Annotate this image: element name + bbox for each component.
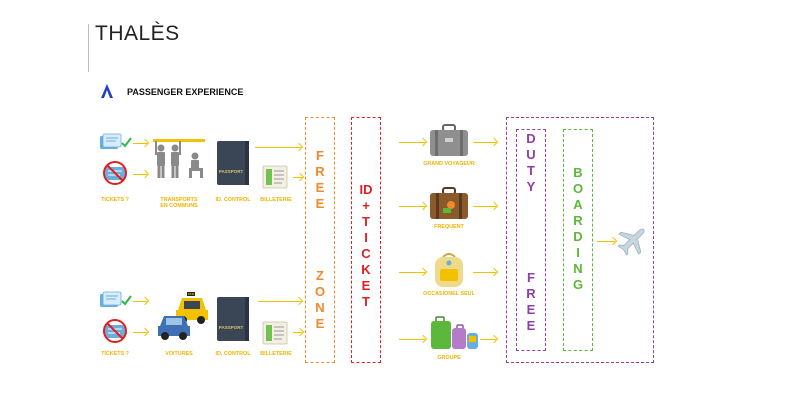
arrow-bottom-1 (133, 301, 147, 302)
arrow-mid-2 (399, 206, 425, 207)
arrow-bottom-3 (258, 301, 301, 302)
header-divider (88, 24, 89, 72)
arrow-mid-4 (399, 339, 425, 340)
label-voitures: VOITURES (165, 351, 193, 357)
label-occasionel-seul: OCCASIONEL SEUL (423, 291, 475, 297)
cars-icon: TAXI (158, 292, 208, 340)
arrow-right-1 (473, 142, 496, 143)
thales-logo-icon (101, 84, 113, 98)
svg-text:PASSPORT: PASSPORT (219, 169, 244, 174)
label-frequent: FREQUENT (434, 224, 464, 230)
ticket-check-icon (100, 133, 132, 149)
svg-text:PASSPORT: PASSPORT (219, 325, 244, 330)
label-billeterie-bottom: BILLETERIE (260, 351, 292, 357)
arrow-mid-3 (399, 272, 425, 273)
free-zone-box (305, 117, 335, 363)
arrow-to-plane (597, 241, 615, 242)
duty-free-bottom-text: F R E E (526, 270, 536, 333)
arrow-bottom-2 (133, 332, 147, 333)
id-ticket-box (351, 117, 381, 363)
arrow-top-3 (255, 147, 301, 148)
arrow-top-4 (293, 177, 302, 178)
duty-free-box (516, 129, 546, 351)
arrow-top-1 (133, 143, 147, 144)
boarding-box (563, 129, 593, 351)
airplane-icon (617, 228, 645, 256)
brand-title: THALÈS (95, 22, 180, 45)
luggage-group-icon (431, 316, 478, 349)
arrow-right-3 (473, 272, 496, 273)
label-groupe: GROUPE (437, 355, 461, 361)
duty-free-top-text: D U T Y (526, 131, 536, 194)
arrow-right-4 (480, 339, 496, 340)
label-transport: TRANSPORTS EN COMMUNS (160, 197, 198, 209)
suitcase-grey-icon (430, 124, 468, 156)
public-transport-icon (153, 139, 205, 178)
ticket-machine-icon (262, 321, 288, 345)
arrow-bottom-4 (293, 332, 302, 333)
suitcase-brown-icon (430, 187, 468, 219)
free-zone-top-text: F R E E (315, 148, 325, 211)
backpack-icon (435, 253, 463, 287)
ticket-check-icon (100, 291, 132, 307)
passport-icon: PASSPORT (217, 297, 249, 341)
label-tickets-bottom: TICKETS ? (101, 351, 129, 357)
label-billeterie-top: BILLETERIE (260, 197, 292, 203)
ticket-machine-icon (262, 165, 288, 189)
passport-icon: PASSPORT (217, 141, 249, 185)
arrow-mid-1 (399, 142, 425, 143)
label-id-control-top: ID. CONTROL (215, 197, 251, 203)
section-title: PASSENGER EXPERIENCE (127, 87, 244, 97)
id-ticket-text: ID + T I C K E T (359, 182, 373, 309)
boarding-text: B O A R D I N G (572, 165, 584, 292)
label-grand-voyageur: GRAND VOYAGEUR (423, 161, 475, 167)
free-zone-bottom-text: Z O N E (314, 268, 326, 331)
label-tickets-top: TICKETS ? (101, 197, 129, 203)
svg-text:TAXI: TAXI (188, 292, 195, 296)
airside-box (506, 117, 654, 363)
label-id-control-bottom: ID. CONTROL (215, 351, 251, 357)
ticket-forbidden-icon (103, 319, 127, 343)
ticket-forbidden-icon (103, 161, 127, 185)
arrow-top-2 (133, 174, 147, 175)
arrow-right-2 (473, 206, 496, 207)
